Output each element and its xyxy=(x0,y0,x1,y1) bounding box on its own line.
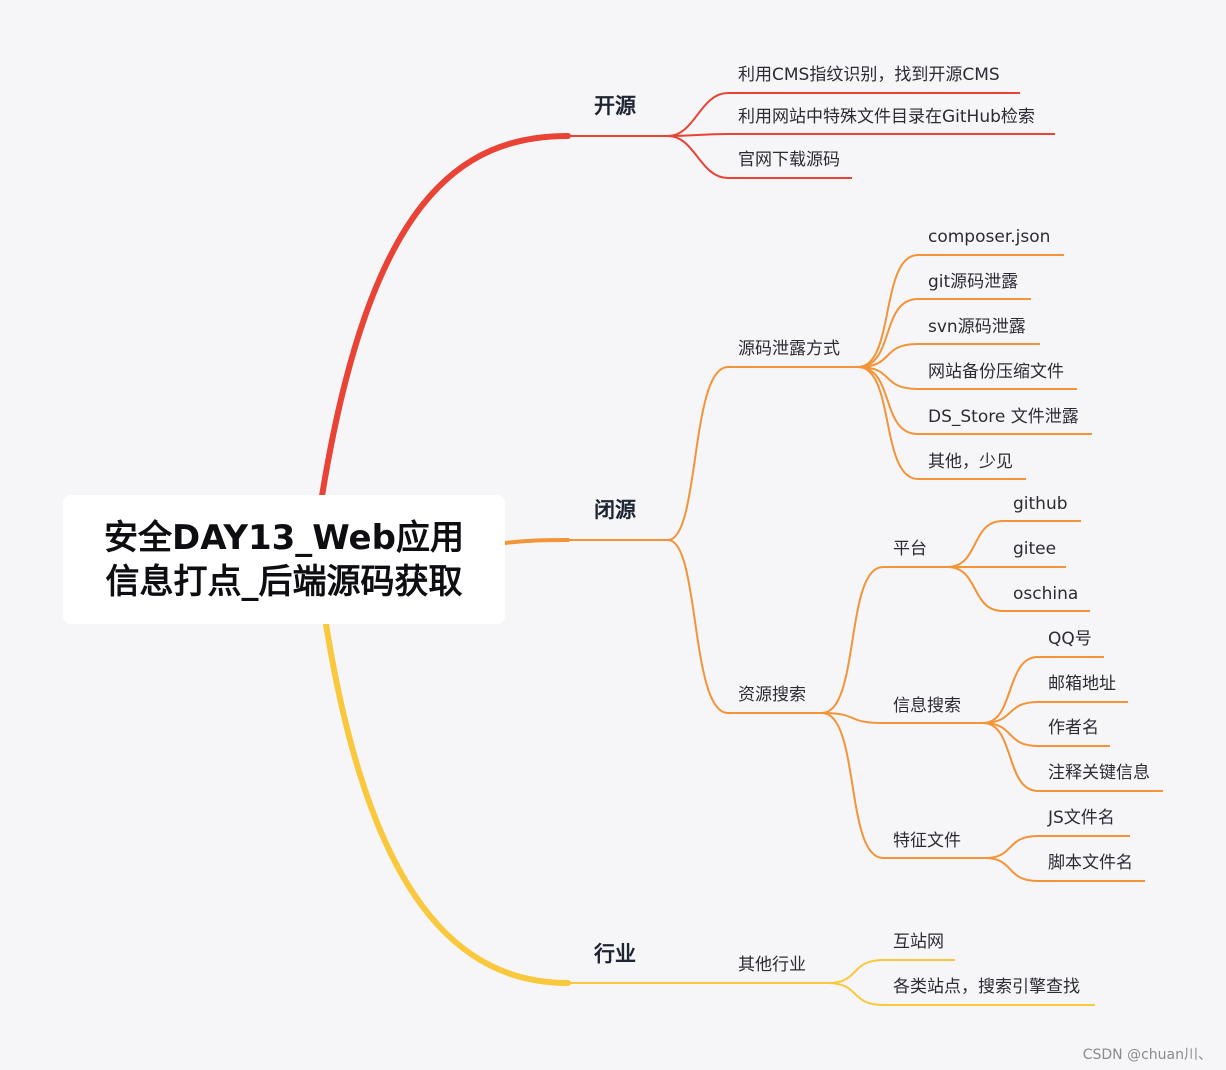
trunk-open xyxy=(319,133,571,499)
node-feature-files[interactable]: 特征文件 xyxy=(893,831,961,851)
node-resource-search[interactable]: 资源搜索 xyxy=(738,685,806,705)
leaf-composer-json[interactable]: composer.json xyxy=(928,227,1051,247)
branch-open-source[interactable]: 开源 xyxy=(594,94,636,118)
leaf-qq-number[interactable]: QQ号 xyxy=(1048,629,1092,649)
branch-closed-source[interactable]: 闭源 xyxy=(594,498,636,522)
leaf-email-address[interactable]: 邮箱地址 xyxy=(1048,674,1116,694)
leaf-comment-keywords[interactable]: 注释关键信息 xyxy=(1048,763,1150,783)
leaf-huzhan[interactable]: 互站网 xyxy=(893,932,944,952)
leaf-js-filename[interactable]: JS文件名 xyxy=(1048,808,1115,828)
csdn-watermark: CSDN @chuan川、 xyxy=(1082,1047,1212,1063)
trunk-industry xyxy=(323,621,571,986)
root-node[interactable]: 安全DAY13_Web应用 信息打点_后端源码获取 xyxy=(63,495,505,624)
leaf-search-engine[interactable]: 各类站点，搜索引擎查找 xyxy=(893,977,1080,997)
leaf-author-name[interactable]: 作者名 xyxy=(1048,718,1099,738)
trunk-closed xyxy=(503,538,570,545)
leaf-gitee[interactable]: gitee xyxy=(1013,539,1057,559)
leaf-script-filename[interactable]: 脚本文件名 xyxy=(1048,853,1133,873)
leaf-github[interactable]: github xyxy=(1013,494,1068,514)
node-info-search[interactable]: 信息搜索 xyxy=(893,696,961,716)
leaf-svn-leak[interactable]: svn源码泄露 xyxy=(928,317,1026,337)
leaf-official-download[interactable]: 官网下载源码 xyxy=(738,150,840,170)
node-other-industry[interactable]: 其他行业 xyxy=(738,955,806,975)
leaf-github-search[interactable]: 利用网站中特殊文件目录在GitHub检索 xyxy=(738,107,1035,127)
root-title-line1: 安全DAY13_Web应用 xyxy=(104,517,464,558)
leaf-git-leak[interactable]: git源码泄露 xyxy=(928,272,1019,292)
leaf-others-rare[interactable]: 其他，少见 xyxy=(928,452,1013,472)
leaf-oschina[interactable]: oschina xyxy=(1013,584,1079,604)
root-title-line2: 信息打点_后端源码获取 xyxy=(105,561,463,602)
node-leak-methods[interactable]: 源码泄露方式 xyxy=(738,339,840,359)
node-platform[interactable]: 平台 xyxy=(893,539,927,559)
leaf-backup-archive[interactable]: 网站备份压缩文件 xyxy=(928,362,1064,382)
branch-industry[interactable]: 行业 xyxy=(594,942,636,966)
leaf-ds-store[interactable]: DS_Store 文件泄露 xyxy=(928,407,1079,427)
leaf-cms-fingerprint[interactable]: 利用CMS指纹识别，找到开源CMS xyxy=(738,65,1000,85)
